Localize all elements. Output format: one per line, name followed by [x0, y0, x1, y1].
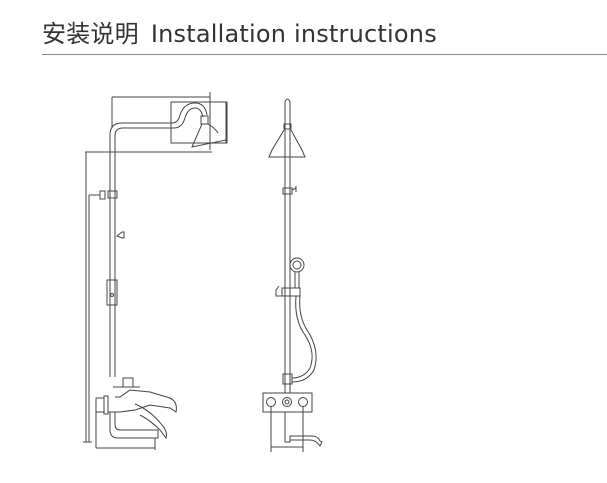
- overhead-showerhead: [268, 129, 306, 158]
- title-divider: [42, 54, 607, 55]
- tub-spout: [284, 412, 323, 447]
- hand-shower-holder: [281, 287, 301, 297]
- page-title: 安装说明 Installation instructions: [42, 14, 437, 49]
- front-view-drawing: [262, 98, 323, 452]
- title-english: Installation instructions: [150, 20, 437, 48]
- hand-shower: [289, 257, 305, 273]
- shower-pipe-outer: [109, 102, 208, 377]
- lever-handle: [134, 403, 167, 440]
- mixer-body: [262, 392, 313, 413]
- pipe-clamp: [282, 187, 293, 195]
- title-chinese: 安装说明: [42, 20, 139, 48]
- shower-joint: [200, 115, 209, 125]
- hook: [116, 231, 125, 239]
- slider: [106, 279, 118, 306]
- riser-pipe: [284, 98, 291, 393]
- side-view-drawing: [83, 92, 228, 450]
- shower-connector: [283, 123, 292, 130]
- wall-bracket: [99, 190, 106, 200]
- showerhead: [191, 123, 227, 148]
- control-knob: [298, 397, 308, 407]
- showerhead-box: [170, 101, 228, 144]
- control-knob: [266, 397, 276, 407]
- hose: [291, 295, 313, 379]
- mixer-valve: [108, 386, 177, 413]
- control-knob: [282, 397, 292, 407]
- spout: [109, 412, 159, 439]
